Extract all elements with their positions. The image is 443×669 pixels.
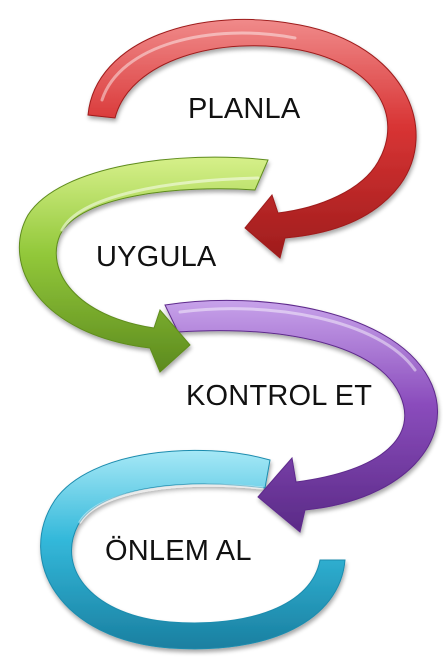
step-label-uygula: UYGULA (96, 241, 217, 273)
arrow-uygula (18, 156, 269, 373)
step-label-onlem-al: ÖNLEM AL (105, 535, 252, 567)
arrow-planla (87, 18, 417, 259)
step-label-planla: PLANLA (188, 93, 301, 125)
arrow-kontrol-et (164, 299, 438, 533)
arrow-onlem-al (40, 449, 346, 650)
step-label-kontrol-et: KONTROL ET (186, 380, 373, 412)
